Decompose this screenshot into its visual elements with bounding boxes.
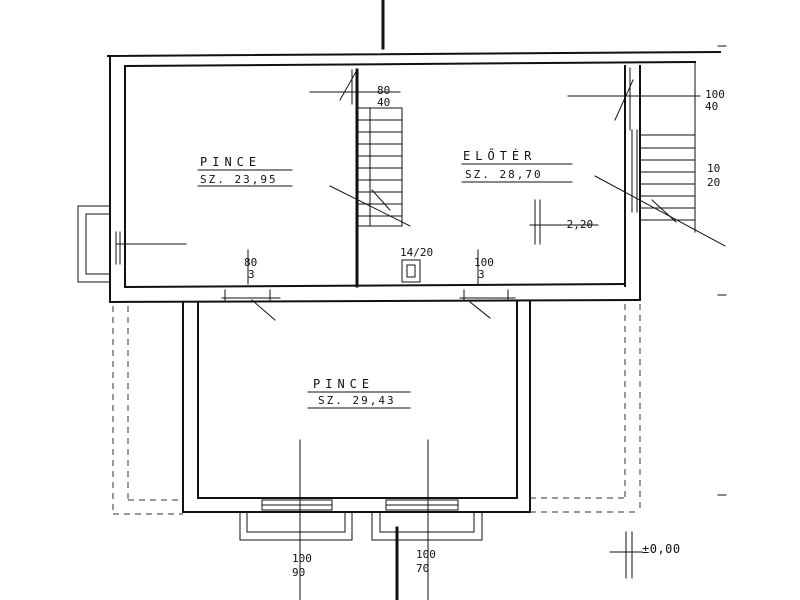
level-mark-symbol [609, 531, 643, 579]
dim-level-step: -2,20 [560, 218, 593, 231]
level-step-marker [529, 199, 599, 245]
right-edge-ticks [717, 45, 727, 496]
room-name-pince-left: PINCE [200, 155, 261, 169]
room-name-pince-lower: PINCE [313, 377, 374, 391]
lower-room-walls [182, 301, 531, 513]
dim-bottom-left-bottom: 90 [292, 566, 305, 579]
door-openings-middle [221, 249, 516, 321]
dim-bottom-right-bottom: 70 [416, 562, 429, 575]
staircase-center [329, 107, 411, 227]
room-name-eloter: ELŐTÉR [463, 148, 536, 163]
room-area-pince-lower: SZ. 29,43 [318, 394, 396, 407]
dim-right-stair-mid-bottom: 20 [707, 176, 720, 189]
chimney [401, 259, 421, 283]
dim-door-left-bottom: 3 [248, 268, 255, 281]
dim-bottom-right-top: 100 [416, 548, 436, 561]
room-area-eloter: SZ. 28,70 [465, 168, 543, 181]
level-mark-text: ±0,00 [642, 542, 681, 556]
room-area-pince-left: SZ. 23,95 [200, 173, 278, 186]
dim-right-stair-head-bottom: 40 [705, 100, 718, 113]
dim-door-right-top: 100 [474, 256, 494, 269]
dim-door-left-top: 80 [244, 256, 257, 269]
dim-stair-head-bottom: 40 [377, 96, 390, 109]
dim-bottom-left-top: 100 [292, 552, 312, 565]
staircase-right [567, 67, 726, 247]
dim-right-stair-mid-top: 10 [707, 162, 720, 175]
dim-right-stair-head-top: 100 [705, 88, 725, 101]
dim-stair-head-top: 80 [377, 84, 390, 97]
left-annex [77, 205, 187, 283]
dim-chimney: 14/20 [400, 246, 433, 259]
foundation-dashed [112, 304, 641, 515]
dim-door-right-bottom: 3 [478, 268, 485, 281]
door-swing-top [309, 69, 401, 105]
bottom-windows [239, 439, 483, 600]
